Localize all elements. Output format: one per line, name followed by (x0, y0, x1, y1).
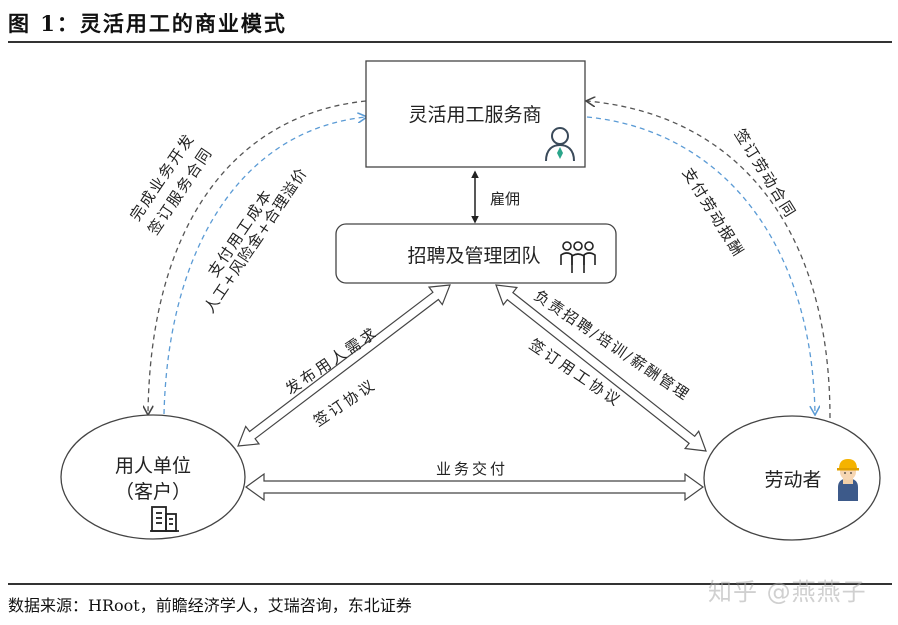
data-source-note: 数据来源：HRoot，前瞻经济学人，艾瑞咨询，东北证券 (8, 596, 412, 615)
provider-label: 灵活用工服务商 (408, 104, 541, 126)
arc-provider-to-worker-blue (586, 116, 815, 414)
arc-employer-to-provider-blue (163, 117, 366, 415)
team-box (335, 223, 617, 284)
people-group-icon (560, 241, 596, 273)
worker-ellipse (703, 415, 881, 541)
arc-provider-to-employer-dark (148, 100, 367, 414)
top-divider (8, 41, 892, 43)
office-building-icon (150, 506, 179, 532)
label-business-delivery: 业务交付 (436, 460, 508, 478)
team-label: 招聘及管理团队 (407, 245, 540, 267)
label-pay-labor-remuneration: 支付劳动报酬 (679, 165, 748, 261)
construction-worker-icon (837, 459, 859, 501)
worker-label: 劳动者 (764, 469, 821, 491)
label-labor-risk-premium: 人工+风险金+合理溢价 (200, 164, 311, 316)
employment-label: 雇佣 (490, 190, 520, 208)
arc-worker-to-provider-dark (587, 101, 831, 419)
double-arrow-team-worker (495, 284, 707, 452)
employer-label-line1: 用人单位 (115, 455, 191, 477)
bottom-divider (8, 583, 892, 585)
figure-title: 图 1：灵活用工的商业模式 (8, 11, 287, 36)
businessperson-icon (545, 127, 575, 162)
double-arrow-employer-worker (244, 472, 705, 502)
watermark: 知乎 @燕燕子 (708, 578, 867, 606)
double-arrow-team-employer (237, 284, 451, 447)
label-sign-labor-contract: 签订劳动合同 (731, 126, 800, 222)
employer-label-line2: （客户） (115, 481, 191, 503)
employer-ellipse (60, 414, 246, 540)
